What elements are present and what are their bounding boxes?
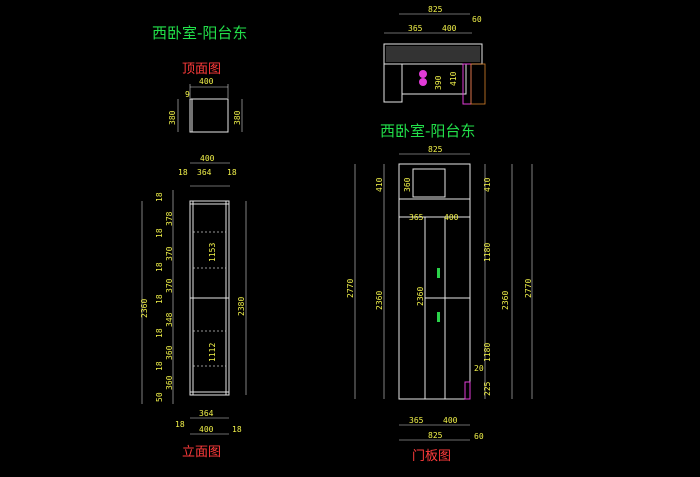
top-view-width: 400 xyxy=(199,77,214,86)
door-inner-label: 2360 xyxy=(416,287,425,306)
door-panel: 825 360 365 400 xyxy=(398,145,471,400)
door-label: 门板图 xyxy=(412,449,451,464)
elevation-cabinet xyxy=(189,200,230,396)
elev-top-t2: 18 xyxy=(227,168,237,177)
door-top-width: 825 xyxy=(428,145,443,154)
door-bot-b: 400 xyxy=(443,416,458,425)
elev-left-chain: 18 378 18 370 18 370 18 348 18 360 18 36… xyxy=(155,190,174,404)
elev-bot-t1: 18 xyxy=(175,420,185,429)
elev-inner-lower: 1112 xyxy=(208,343,217,362)
top-view-thickness: 9 xyxy=(185,90,190,99)
door-sub-a: 365 xyxy=(409,213,424,222)
plan-fixture-2 xyxy=(419,78,427,86)
plan-a: 365 xyxy=(408,24,423,33)
elev-top-width: 400 xyxy=(200,154,215,163)
elev-chain-6: 18 xyxy=(155,294,164,304)
elev-chain-8: 18 xyxy=(155,328,164,338)
door-right-h3: 1180 xyxy=(483,343,492,362)
door-sub-b: 400 xyxy=(444,213,459,222)
elev-bot-t2: 18 xyxy=(232,425,242,434)
door-right-h0: 410 xyxy=(483,177,492,192)
elevation-top-dims: 400 18 364 18 xyxy=(178,154,237,187)
door-right-total: 2770 xyxy=(524,279,533,298)
door-bot-ext: 60 xyxy=(474,432,484,441)
door-bottom-dims: 365 400 825 60 xyxy=(399,416,484,441)
elev-chain-9: 360 xyxy=(165,345,174,360)
elev-total-right: 2380 xyxy=(237,297,246,316)
plan-b: 400 xyxy=(442,24,457,33)
elev-top-t1: 18 xyxy=(178,168,188,177)
door-bot-a: 365 xyxy=(409,416,424,425)
top-view-depth-right: 380 xyxy=(233,110,242,125)
door-left-dims: 410 2360 2770 2360 xyxy=(346,164,425,399)
top-view-label: 顶面图 xyxy=(182,62,221,77)
elev-chain-5: 370 xyxy=(165,278,174,293)
door-right-h5: 225 xyxy=(483,381,492,396)
door-inner-h: 360 xyxy=(403,177,412,192)
elev-bot-total: 400 xyxy=(199,425,214,434)
door-left-h0: 410 xyxy=(375,177,384,192)
elev-chain-11: 360 xyxy=(165,375,174,390)
door-bot-total: 825 xyxy=(428,431,443,440)
elev-chain-3: 370 xyxy=(165,246,174,261)
plan-h1: 390 xyxy=(434,75,443,90)
elevation-label: 立面图 xyxy=(182,445,221,460)
elev-chain-12: 50 xyxy=(155,392,164,402)
plan-width: 825 xyxy=(428,5,443,14)
left-title: 西卧室-阳台东 xyxy=(152,24,247,42)
elev-top-mid: 364 xyxy=(197,168,212,177)
top-view-depth-left: 380 xyxy=(168,110,177,125)
door-left-total: 2770 xyxy=(346,279,355,298)
door-right-h1: 1180 xyxy=(483,243,492,262)
door-left-h1: 2360 xyxy=(375,291,384,310)
right-plan: 825 60 365 400 390 410 xyxy=(383,5,486,105)
elev-chain-1: 378 xyxy=(165,211,174,226)
door-handle-2 xyxy=(437,312,440,322)
elev-chain-7: 348 xyxy=(165,312,174,327)
door-right-h4: 20 xyxy=(474,364,484,373)
elev-chain-10: 18 xyxy=(155,361,164,371)
door-handle-1 xyxy=(437,268,440,278)
elev-chain-2: 18 xyxy=(155,228,164,238)
elev-inner-upper: 1153 xyxy=(208,243,217,262)
top-view: 400 9 380 380 xyxy=(168,77,243,133)
top-view-box xyxy=(189,98,229,133)
plan-h2: 410 xyxy=(449,71,458,86)
door-right-h2: 2360 xyxy=(501,291,510,310)
elev-total-left: 2360 xyxy=(140,299,149,318)
elev-chain-0: 18 xyxy=(155,192,164,202)
elev-bot-w: 364 xyxy=(199,409,214,418)
right-title: 西卧室-阳台东 xyxy=(380,122,475,140)
elev-chain-4: 18 xyxy=(155,262,164,272)
door-right-dims: 410 1180 2360 1180 20 225 2770 xyxy=(474,164,533,399)
plan-ext: 60 xyxy=(472,15,482,24)
plan-fixture-1 xyxy=(419,70,427,78)
elev-bottom-dims: 364 18 400 18 xyxy=(175,409,242,435)
